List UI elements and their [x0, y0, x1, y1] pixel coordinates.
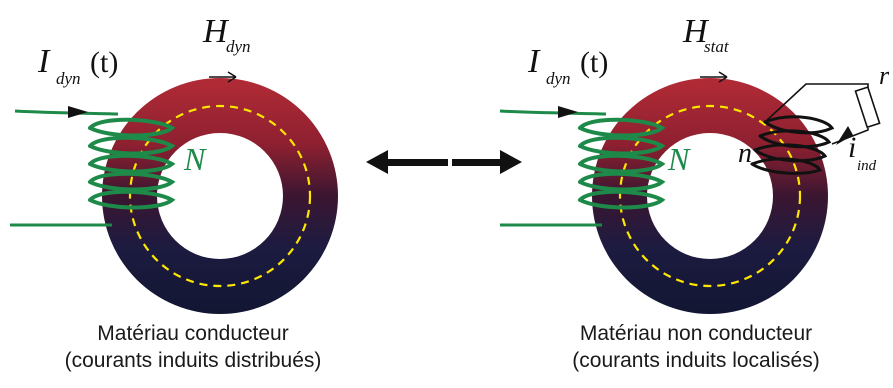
- right-current-label: I: [527, 43, 541, 80]
- left-caption-line1: Matériau conducteur: [97, 322, 289, 345]
- right-caption: Matériau non conducteur (courants induit…: [516, 320, 876, 374]
- bidirectional-arrow: [366, 150, 522, 174]
- right-current-subscript: dyn: [546, 69, 571, 88]
- left-winding-label: N: [183, 141, 207, 177]
- resistor-symbol: [854, 86, 881, 129]
- left-coil-lead-top: [14, 109, 119, 116]
- right-winding-label: N: [667, 141, 691, 177]
- left-current-subscript: dyn: [56, 69, 81, 88]
- right-secondary-coil: [750, 115, 835, 175]
- left-current-arrow: [68, 106, 88, 118]
- right-flux-path: [618, 104, 802, 288]
- secondary-winding-label: n: [738, 138, 752, 169]
- left-panel: I dyn (t) H dyn N: [10, 13, 338, 314]
- left-primary-coil: [88, 117, 176, 210]
- left-field-label: H: [202, 13, 230, 50]
- left-toroid-core: [102, 78, 338, 314]
- left-caption: Matériau conducteur (courants induits di…: [13, 320, 373, 374]
- left-flux-arrow: [209, 71, 237, 83]
- left-current-suffix: (t): [90, 46, 118, 79]
- right-field-label: H: [682, 13, 710, 50]
- left-field-subscript: dyn: [226, 37, 251, 56]
- left-current-label: I: [37, 43, 51, 80]
- right-primary-coil: [578, 117, 666, 210]
- right-field-subscript: stat: [704, 37, 730, 56]
- right-panel: I dyn (t) H stat N n i ind r: [499, 13, 890, 314]
- right-current-suffix: (t): [580, 46, 608, 79]
- right-toroid-core: [592, 78, 828, 314]
- left-flux-path: [128, 104, 312, 288]
- right-coil-lead-top: [499, 109, 607, 116]
- induced-current-arrow: [836, 126, 853, 145]
- induced-current-label: i: [848, 131, 856, 164]
- right-caption-line2: (courants induits localisés): [572, 349, 820, 372]
- left-caption-line2: (courants induits distribués): [64, 349, 322, 372]
- right-caption-line1: Matériau non conducteur: [579, 322, 813, 345]
- right-current-arrow: [558, 106, 578, 118]
- induced-current-subscript: ind: [857, 158, 877, 174]
- resistor-label: r: [879, 61, 890, 90]
- right-flux-arrow: [700, 71, 728, 83]
